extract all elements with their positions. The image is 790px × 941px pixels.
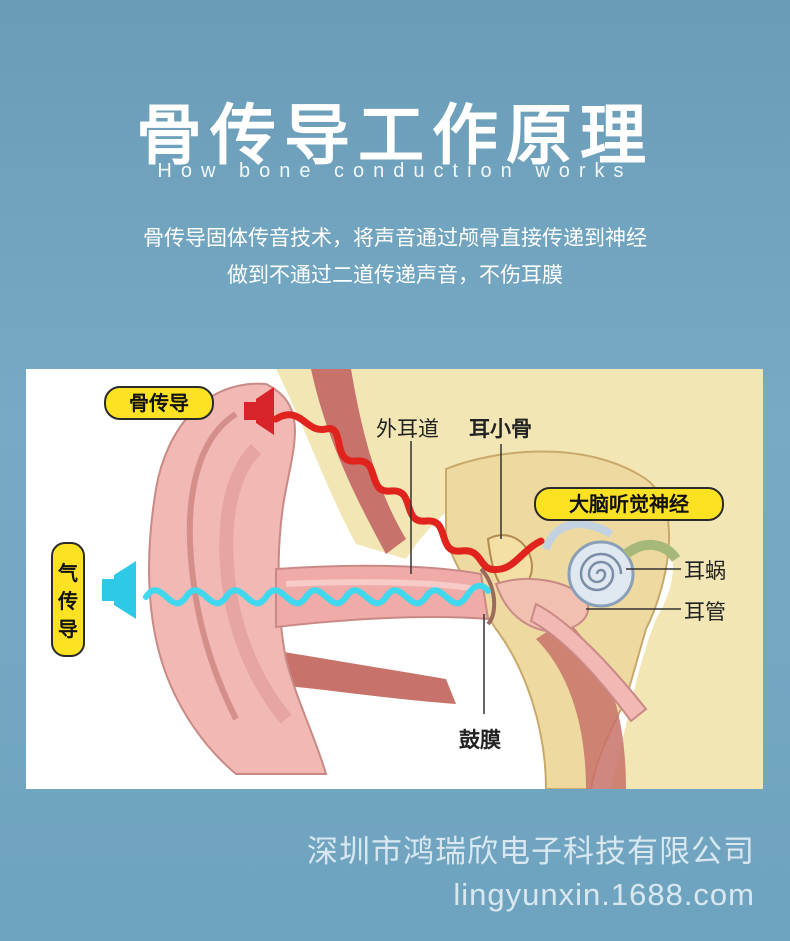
air-conduction-tag: 气 传 导 xyxy=(51,542,85,657)
description-line-2: 做到不通过二道传递声音，不伤耳膜 xyxy=(227,263,563,287)
store-url: lingyunxin.1688.com xyxy=(453,877,755,912)
auditory-nerve-tag: 大脑听觉神经 xyxy=(534,487,724,521)
bone-conduction-tag: 骨传导 xyxy=(104,386,214,420)
description-line-1: 骨传导固体传音技术，将声音通过颅骨直接传递到神经 xyxy=(143,226,647,250)
eustachian-tube xyxy=(529,602,648,723)
neck-muscle xyxy=(536,619,626,789)
lower-muscle xyxy=(266,649,456,704)
air-tag-char-2: 传 xyxy=(58,588,78,613)
ossicles-label: 耳小骨 xyxy=(469,417,532,441)
eardrum-shape xyxy=(479,567,497,626)
ear-anatomy-illustration xyxy=(102,369,763,789)
outer-ear-canal-label: 外耳道 xyxy=(376,417,439,441)
skull-tissue xyxy=(276,369,763,789)
company-name: 深圳市鸿瑞欣电子科技有限公司 xyxy=(307,834,755,869)
middle-ear xyxy=(494,578,590,633)
bone-conduction-wave xyxy=(272,411,545,574)
air-conduction-wave xyxy=(143,582,491,607)
cochlea-outer xyxy=(567,540,635,608)
page-title: 骨传导工作原理 xyxy=(136,97,654,174)
bone-speaker-icon xyxy=(244,387,274,435)
air-tag-char-1: 气 xyxy=(58,560,78,585)
cochlea-spiral xyxy=(579,552,623,592)
concha xyxy=(219,444,292,724)
cochlea-canals xyxy=(542,520,614,551)
eardrum-label: 鼓膜 xyxy=(459,728,501,752)
air-speaker-icon xyxy=(102,561,136,619)
canal-inner xyxy=(285,579,477,592)
ear-diagram-panel: 骨传导 大脑听觉神经 气 传 导 外耳道 耳小骨 耳蜗 耳管 鼓膜 xyxy=(26,369,763,789)
page-subtitle: How bone conduction works xyxy=(157,160,633,182)
pinna-fold xyxy=(186,411,239,721)
nerve-bundle xyxy=(623,540,681,563)
cochlea-label: 耳蜗 xyxy=(684,559,726,583)
air-tag-char-3: 导 xyxy=(58,616,78,641)
eustachian-tube-label: 耳管 xyxy=(684,600,726,624)
